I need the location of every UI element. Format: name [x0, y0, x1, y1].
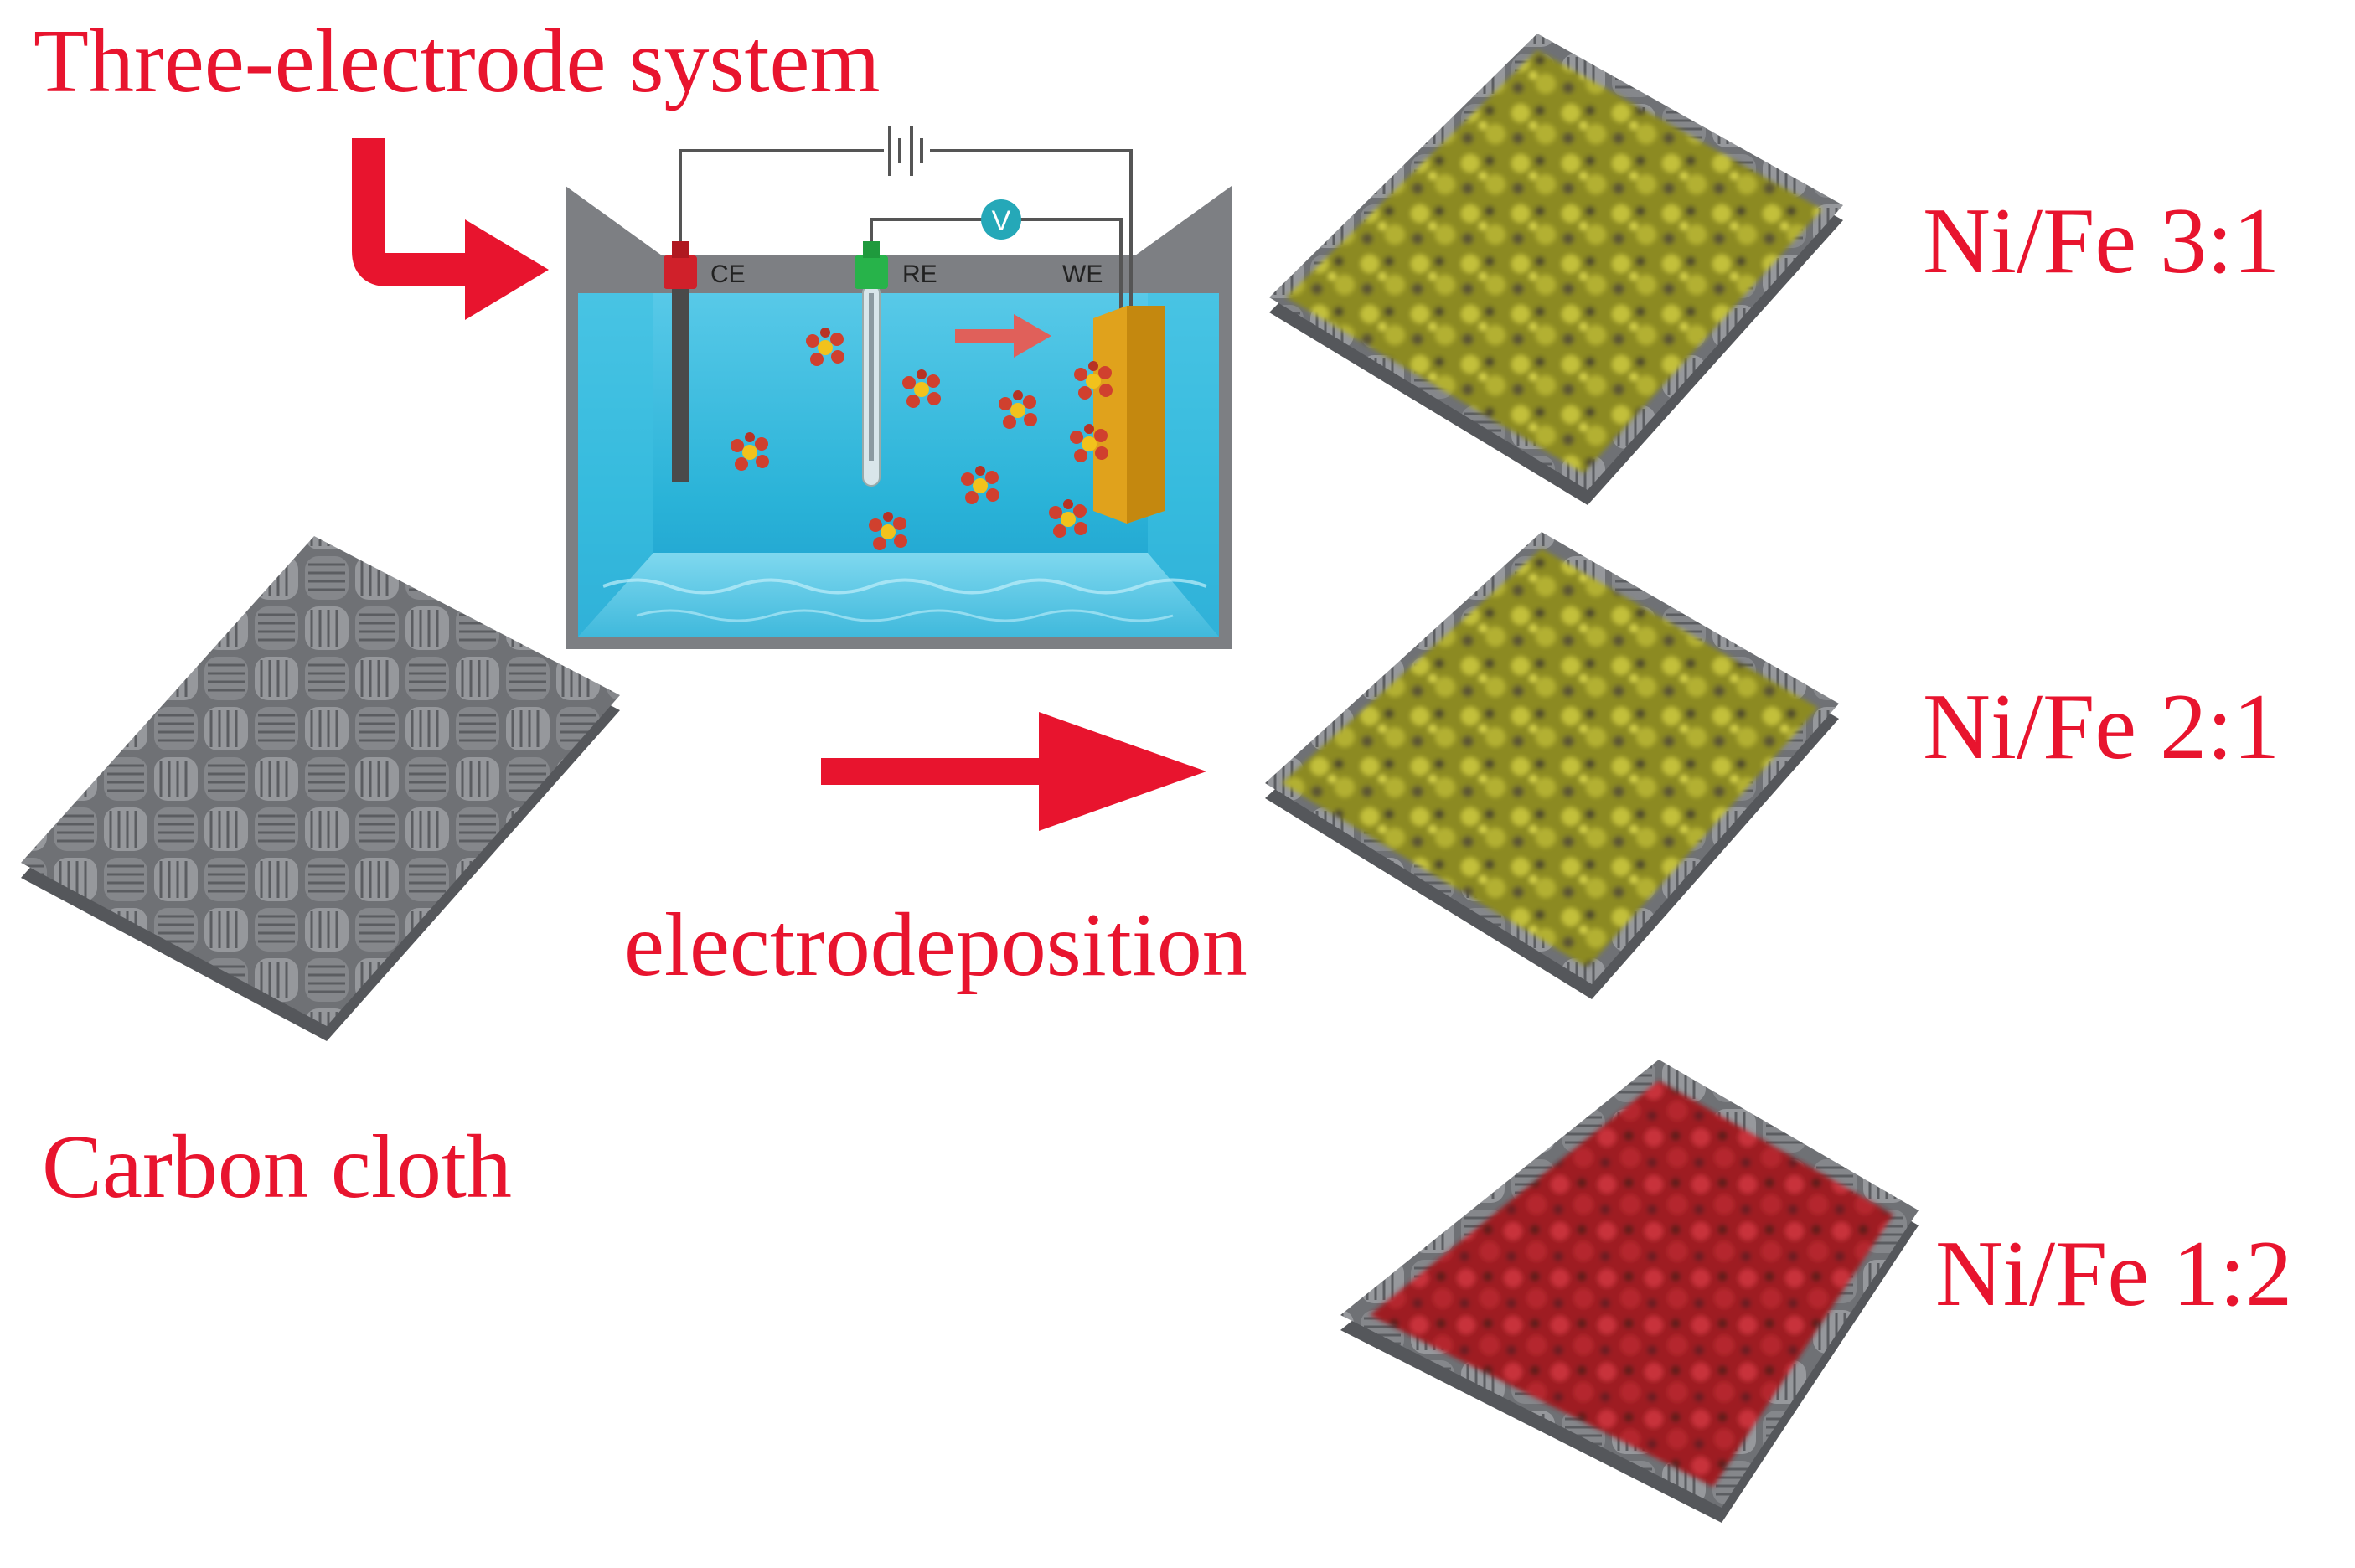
- sample-label-ni-fe-2-1: Ni/Fe 2:1: [1923, 675, 2280, 779]
- diagram-title: Three-electrode system: [34, 12, 881, 111]
- ion-migration-arrow: [955, 314, 1051, 358]
- sample-ni-fe-2-1: [1265, 532, 1839, 999]
- carbon-cloth: [21, 536, 620, 1041]
- sample-label-ni-fe-1-2: Ni/Fe 1:2: [1935, 1222, 2293, 1326]
- curved-arrow-head: [465, 219, 549, 320]
- substrate-label: Carbon cloth: [42, 1117, 512, 1217]
- deposition-arrow: [821, 712, 1206, 831]
- sample-label-ni-fe-3-1: Ni/Fe 3:1: [1923, 189, 2280, 293]
- re-label: RE: [902, 260, 937, 288]
- reference-electrode: [855, 241, 888, 487]
- curved-arrow: [352, 138, 469, 286]
- circuit-wiring: [679, 149, 1133, 310]
- counter-electrode: [664, 241, 697, 482]
- we-label: WE: [1062, 260, 1103, 288]
- battery-icon: [888, 126, 923, 176]
- voltmeter-icon: V: [981, 199, 1021, 240]
- electrolytic-tank: [566, 186, 1232, 649]
- ce-label: CE: [710, 260, 746, 288]
- process-label: electrodeposition: [624, 895, 1247, 995]
- working-electrode: [1093, 306, 1165, 524]
- sample-ni-fe-1-2: [1340, 1060, 1919, 1523]
- sample-ni-fe-3-1: [1269, 34, 1843, 505]
- voltmeter-symbol: V: [992, 205, 1011, 237]
